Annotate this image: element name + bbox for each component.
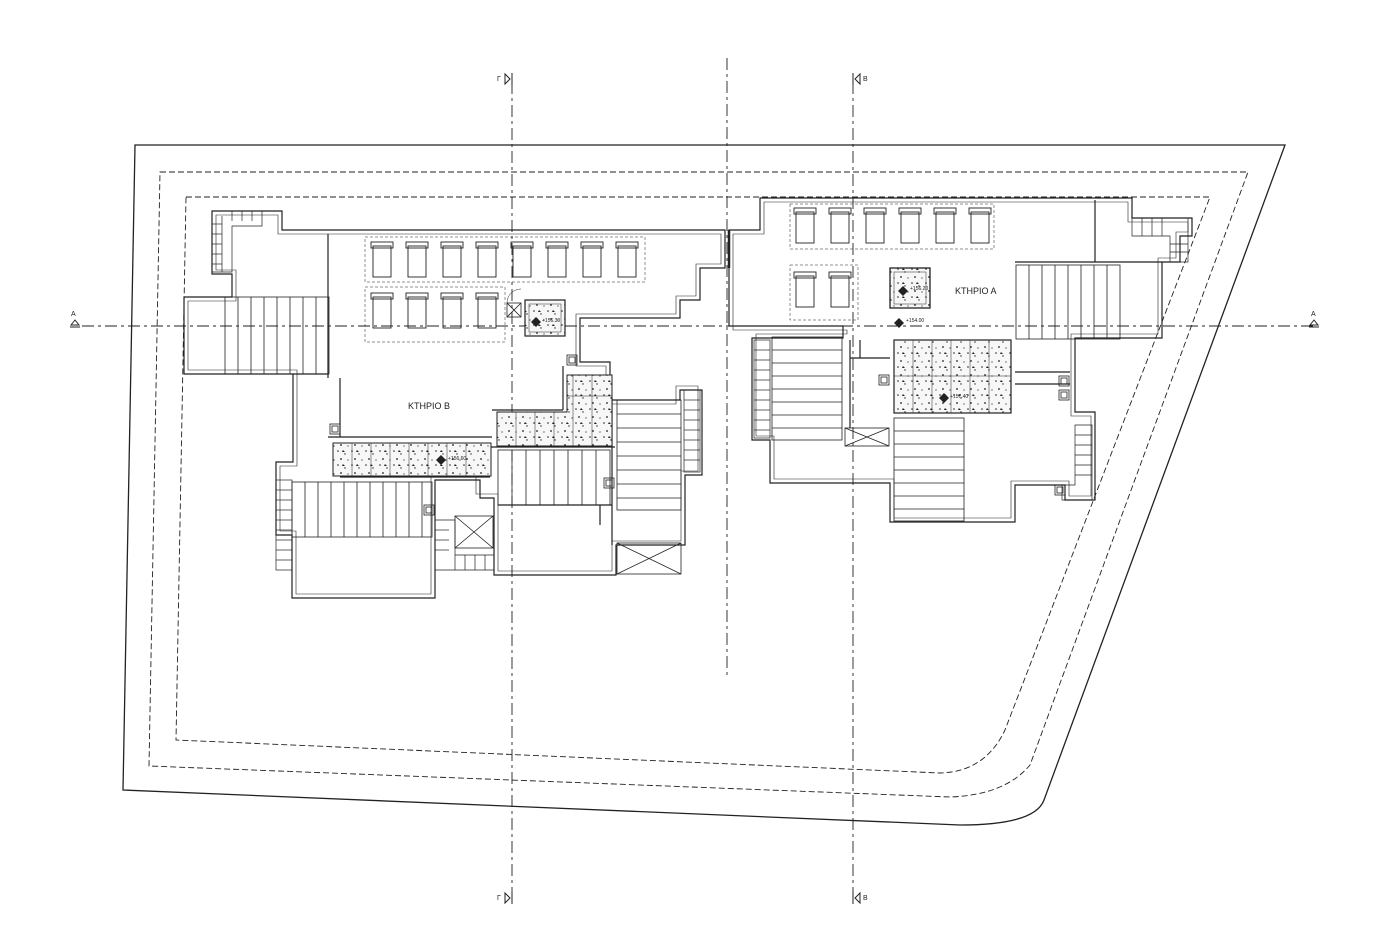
building-a-label: ΚΤΗΡΙΟ Α: [955, 286, 997, 296]
building-a-stair-east: [1015, 264, 1121, 340]
building-b-stair-core: [524, 299, 566, 337]
elevation-mark-b-stair: +156.30: [531, 317, 560, 327]
building-b-void-center: [496, 374, 613, 447]
section-marker-a-left: A: [69, 311, 81, 328]
section-label-g-bottom: Γ: [497, 895, 501, 902]
building-a-stair-west: [771, 336, 843, 441]
building-b-stair-east: [616, 399, 682, 511]
section-marker-a-right: A: [1308, 311, 1320, 328]
elevation-label-a-stair: +156.20: [910, 286, 928, 292]
building-a-stair-core: [889, 267, 931, 309]
section-marker-b-top: Β: [852, 72, 868, 86]
section-marker-g-bottom: Γ: [497, 891, 513, 905]
building-a-corner-stair-w: [753, 339, 771, 439]
building-b-light-well-south: [454, 515, 494, 549]
elevation-label-b-void: +156.60: [448, 456, 466, 462]
elevation-label-b-stair: +156.30: [542, 318, 560, 324]
building-b-service-boxes: [329, 354, 615, 516]
building-b-corner-stair-s: [434, 519, 495, 571]
section-marker-g-top: Γ: [497, 72, 513, 86]
building-b-corner-stair-e: [683, 389, 701, 473]
building-a-service-boxes: [878, 374, 1070, 496]
elevation-mark-a-main: +154.00: [894, 318, 924, 328]
building-b: [183, 210, 726, 599]
building-b-label: ΚΤΗΡΙΟ Β: [408, 401, 450, 411]
building-a-corner-stair-se: [1061, 424, 1093, 501]
section-label-b-top: Β: [863, 76, 868, 83]
elevation-mark-a-stair: +156.20: [898, 286, 928, 296]
section-label-a-left: A: [71, 311, 76, 318]
building-b-stair-south: [291, 481, 433, 538]
building-b-lift-shaft: [506, 288, 522, 318]
building-a-corner-stair-ne: [1131, 217, 1189, 263]
elevation-label-a-main: +154.00: [906, 318, 924, 324]
section-label-b-bottom: Β: [863, 895, 868, 902]
building-b-light-well-east: [616, 542, 682, 575]
building-b-corner-stair-nw: [211, 210, 263, 273]
elevation-mark-a-void: +157.40: [939, 393, 968, 403]
section-label-a-right: A: [1311, 311, 1316, 318]
building-b-void-south: [332, 442, 492, 477]
building-b-stair-center: [497, 449, 611, 506]
section-label-g-top: Γ: [497, 76, 501, 83]
building-a-light-well: [844, 427, 890, 447]
building-a-void: [893, 339, 1012, 414]
plot-boundary: [122, 144, 1286, 826]
elevation-label-a-void: +157.40: [950, 394, 968, 400]
section-marker-b-bottom: Β: [852, 891, 868, 905]
building-a-parking: [789, 203, 995, 321]
section-lines: [82, 58, 1316, 895]
building-a-stair-south: [893, 417, 965, 522]
setback-lines: [148, 171, 1249, 798]
elevation-mark-b-void: +156.60: [436, 455, 466, 465]
building-b-stair-west: [224, 296, 330, 375]
building-b-corner-stair-sw: [275, 479, 293, 571]
building-b-parking: [364, 236, 646, 343]
